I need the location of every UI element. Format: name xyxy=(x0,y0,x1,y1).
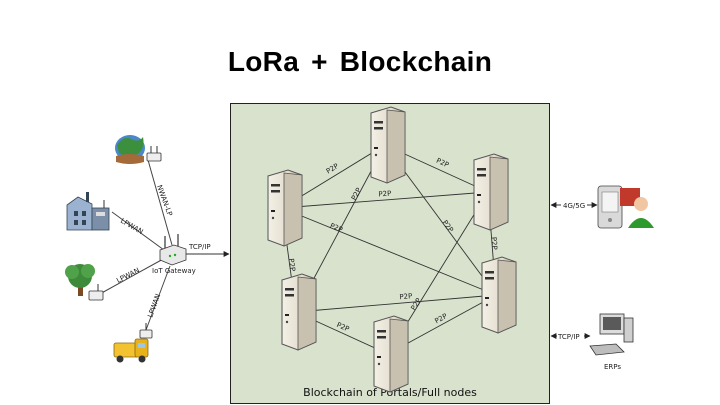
erp-link-label: TCP/IP xyxy=(557,333,580,341)
link-label-truck: LPWAN xyxy=(146,293,162,319)
link-label-tree: LPWAN xyxy=(115,266,141,284)
device-links xyxy=(97,159,173,339)
blockchain-node-right xyxy=(481,256,517,334)
blockchain-node-top-right xyxy=(473,153,509,231)
link-label-satellite: NWAN-LP xyxy=(155,184,174,217)
p2p-label: P2P xyxy=(435,157,450,170)
blockchain-node-bottom xyxy=(373,315,409,393)
p2p-label: P2P xyxy=(335,321,350,334)
tree-device-icon xyxy=(65,264,104,301)
iot-gateway-icon xyxy=(159,234,187,266)
p2p-label: P2P xyxy=(378,190,391,199)
factory-device-icon xyxy=(66,192,110,231)
erp-link-label-bg xyxy=(557,331,584,341)
title-plus: + xyxy=(311,46,328,77)
p2p-link-tl-r xyxy=(281,207,497,296)
mobile-link-label-bg xyxy=(561,200,587,210)
gateway-tcpip-label: TCP/IP xyxy=(188,243,211,251)
erp-label: ERPs xyxy=(604,363,621,371)
satellite-device-icon xyxy=(115,135,162,164)
blockchain-node-left xyxy=(281,273,317,351)
title-blockchain: Blockchain xyxy=(339,46,493,77)
p2p-label: P2P xyxy=(433,312,448,325)
p2p-label: P2P xyxy=(287,258,297,272)
erp-computer-icon xyxy=(589,313,634,356)
title-lora: LoRa xyxy=(227,46,300,77)
p2p-link-l-r xyxy=(295,292,497,315)
p2p-label: P2P xyxy=(441,219,455,234)
p2p-label: P2P xyxy=(399,292,413,301)
mobile-link-label: 4G/5G xyxy=(563,202,585,210)
p2p-label: P2P xyxy=(490,237,499,250)
link-label-factory: LPWAN xyxy=(119,217,144,236)
mobile-user-icon xyxy=(597,185,654,229)
blockchain-caption: Blockchain of Portals/Full nodes xyxy=(303,386,477,399)
truck-device-icon xyxy=(113,323,153,363)
blockchain-node-top-left xyxy=(267,169,303,247)
blockchain-node-top xyxy=(370,106,406,184)
gateway-label: IoT Gateway xyxy=(152,267,196,275)
diagram-title: LoRa + Blockchain xyxy=(0,46,720,78)
